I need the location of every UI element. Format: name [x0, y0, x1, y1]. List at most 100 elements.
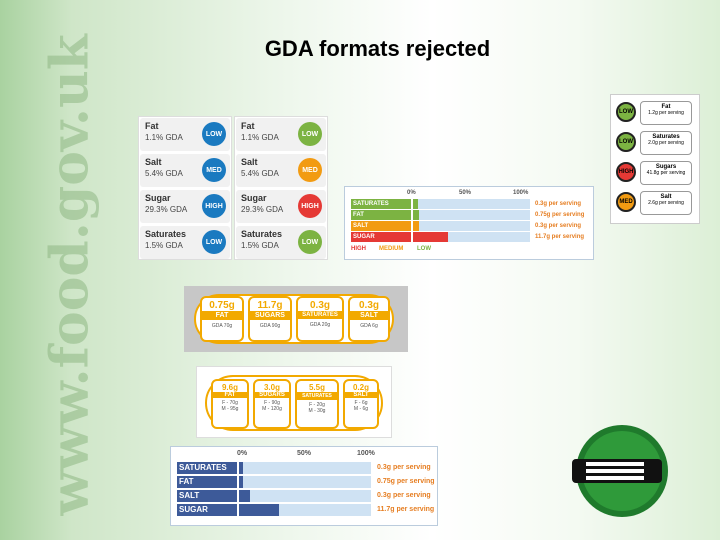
pill-sugars: 3.0g SUGARS F - 90g M - 120g — [253, 379, 291, 429]
pill-foot: GDA 90g — [259, 323, 281, 329]
bar-value: 0.3g per serving — [377, 492, 431, 499]
pill-foot-female: F - 6g — [354, 400, 368, 406]
nutrient-amount: 41.8g per serving — [646, 170, 686, 176]
nutrient-amount: 2.6g per serving — [648, 200, 684, 206]
pill-fat: 9.6g FAT F - 70g M - 95g — [211, 379, 249, 429]
bar-chart-small-panel: 0% 50% 100% SATURATES 0.3g per serving F… — [344, 186, 594, 260]
tile-percent: 29.3% GDA — [145, 205, 188, 214]
pill-name: SALT — [345, 392, 377, 398]
tile-name: Salt — [241, 157, 258, 167]
pill-amount: 0.3g — [309, 300, 330, 311]
pill-foot-male: M - 95g — [221, 406, 239, 412]
bar-fill — [239, 504, 279, 516]
pill-salt: 0.2g SALT F - 6g M - 6g — [343, 379, 379, 429]
nutrient-name: Salt — [660, 194, 672, 200]
tile-name: Fat — [145, 121, 159, 131]
gda-tile-saturates: Saturates 1.5% GDA LOW — [140, 226, 230, 259]
level-circle: HIGH — [616, 162, 636, 182]
gda-tile-fat: Fat 1.1% GDA LOW — [236, 118, 326, 151]
nutrient-amount: 2.0g per serving — [648, 140, 684, 146]
bar-label: SUGAR — [177, 504, 237, 516]
tile-percent: 1.1% GDA — [145, 133, 183, 142]
pill-saturates: 0.3g SATURATES GDA 20g — [296, 296, 344, 342]
pill-salt: 0.3g SALT GDA 6g — [348, 296, 390, 342]
gda-tile-sugar: Sugar 29.3% GDA HIGH — [236, 190, 326, 223]
bar-track — [239, 490, 371, 502]
bar-label: SATURATES — [351, 199, 411, 209]
tile-percent: 1.5% GDA — [145, 241, 183, 250]
pill-name: SATURATES — [298, 311, 342, 319]
gda-tile-sugar: Sugar 29.3% GDA HIGH — [140, 190, 230, 223]
bar-value: 11.7g per serving — [377, 506, 435, 513]
level-badge: LOW — [202, 122, 226, 146]
tile-percent: 1.5% GDA — [241, 241, 279, 250]
legend-low: LOW — [417, 246, 431, 252]
bar-fill — [239, 476, 243, 488]
pill-foot-male: M - 30g — [308, 408, 326, 414]
header-100pct: 100% — [513, 190, 529, 196]
gda-tile-fat: Fat 1.1% GDA LOW — [140, 118, 230, 151]
tile-percent: 5.4% GDA — [241, 169, 279, 178]
gda-tile-salt: Salt 5.4% GDA MED — [236, 154, 326, 187]
pill-fat: 0.75g FAT GDA 70g — [200, 296, 244, 342]
pill-name: SATURATES — [297, 392, 337, 400]
gda-tiles-blue-panel: Fat 1.1% GDA LOW Salt 5.4% GDA MED Sugar… — [138, 116, 232, 260]
pill-name: SALT — [350, 311, 388, 320]
bar-track — [239, 462, 371, 474]
pill-sugars: 11.7g SUGARS GDA 90g — [248, 296, 292, 342]
pill-amount: 9.6g — [221, 383, 238, 392]
header-0pct: 0% — [407, 190, 416, 196]
pill-sex-panel: 9.6g FAT F - 70g M - 95g 3.0g SUGARS F -… — [196, 366, 392, 438]
watermark-url: www.food.gov.uk — [39, 34, 101, 516]
header-50pct: 50% — [459, 190, 472, 196]
pill-name: SUGARS — [250, 311, 290, 320]
pill-name: FAT — [202, 311, 242, 320]
bar-value: 0.75g per serving — [535, 212, 585, 218]
tile-name: Sugar — [145, 193, 171, 203]
bar-fill — [239, 490, 250, 502]
nutrient-name: Sugars — [655, 164, 677, 170]
level-badge: HIGH — [202, 194, 226, 218]
gda-tile-salt: Salt 5.4% GDA MED — [140, 154, 230, 187]
bar-track — [413, 221, 530, 231]
tile-percent: 1.1% GDA — [241, 133, 279, 142]
bar-value: 11.7g per serving — [535, 234, 585, 240]
header-0pct: 0% — [237, 450, 248, 457]
tile-percent: 5.4% GDA — [145, 169, 183, 178]
bar-fill — [413, 210, 419, 220]
tile-name: Saturates — [145, 229, 187, 239]
pill-amount: 3.0g — [263, 383, 280, 392]
bar-track — [239, 504, 371, 516]
pill-foot: GDA 6g — [360, 323, 378, 329]
level-circle: MED — [616, 192, 636, 212]
bar-value: 0.3g per serving — [535, 201, 582, 207]
level-badge: MED — [298, 158, 322, 182]
pill-amount: 0.3g — [358, 300, 379, 311]
level-badge: HIGH — [298, 194, 322, 218]
pill-foot: GDA 70g — [211, 323, 233, 329]
pill-saturates: 5.5g SATURATES F - 20g M - 30g — [295, 379, 339, 429]
bar-value: 0.3g per serving — [377, 464, 431, 471]
gda-tiles-trafficlight-panel: Fat 1.1% GDA LOW Salt 5.4% GDA MED Sugar… — [234, 116, 328, 260]
bar-fill — [239, 462, 243, 474]
bar-fill — [413, 221, 419, 231]
bar-fill — [413, 232, 449, 242]
tile-name: Salt — [145, 157, 162, 167]
tile-name: Fat — [241, 121, 255, 131]
bar-track — [413, 210, 530, 220]
bar-label: FAT — [351, 210, 411, 220]
bar-chart-large-panel: 0% 50% 100% SATURATES 0.3g per serving F… — [170, 446, 438, 526]
pill-amount: 5.5g — [308, 383, 325, 392]
level-circle: LOW — [616, 102, 636, 122]
header-50pct: 50% — [297, 450, 312, 457]
nutrient-amount: 1.2g per serving — [648, 110, 684, 116]
pill-foot: GDA 20g — [309, 322, 331, 328]
bar-label: SALT — [351, 221, 411, 231]
pill-amount: 0.2g — [352, 383, 369, 392]
